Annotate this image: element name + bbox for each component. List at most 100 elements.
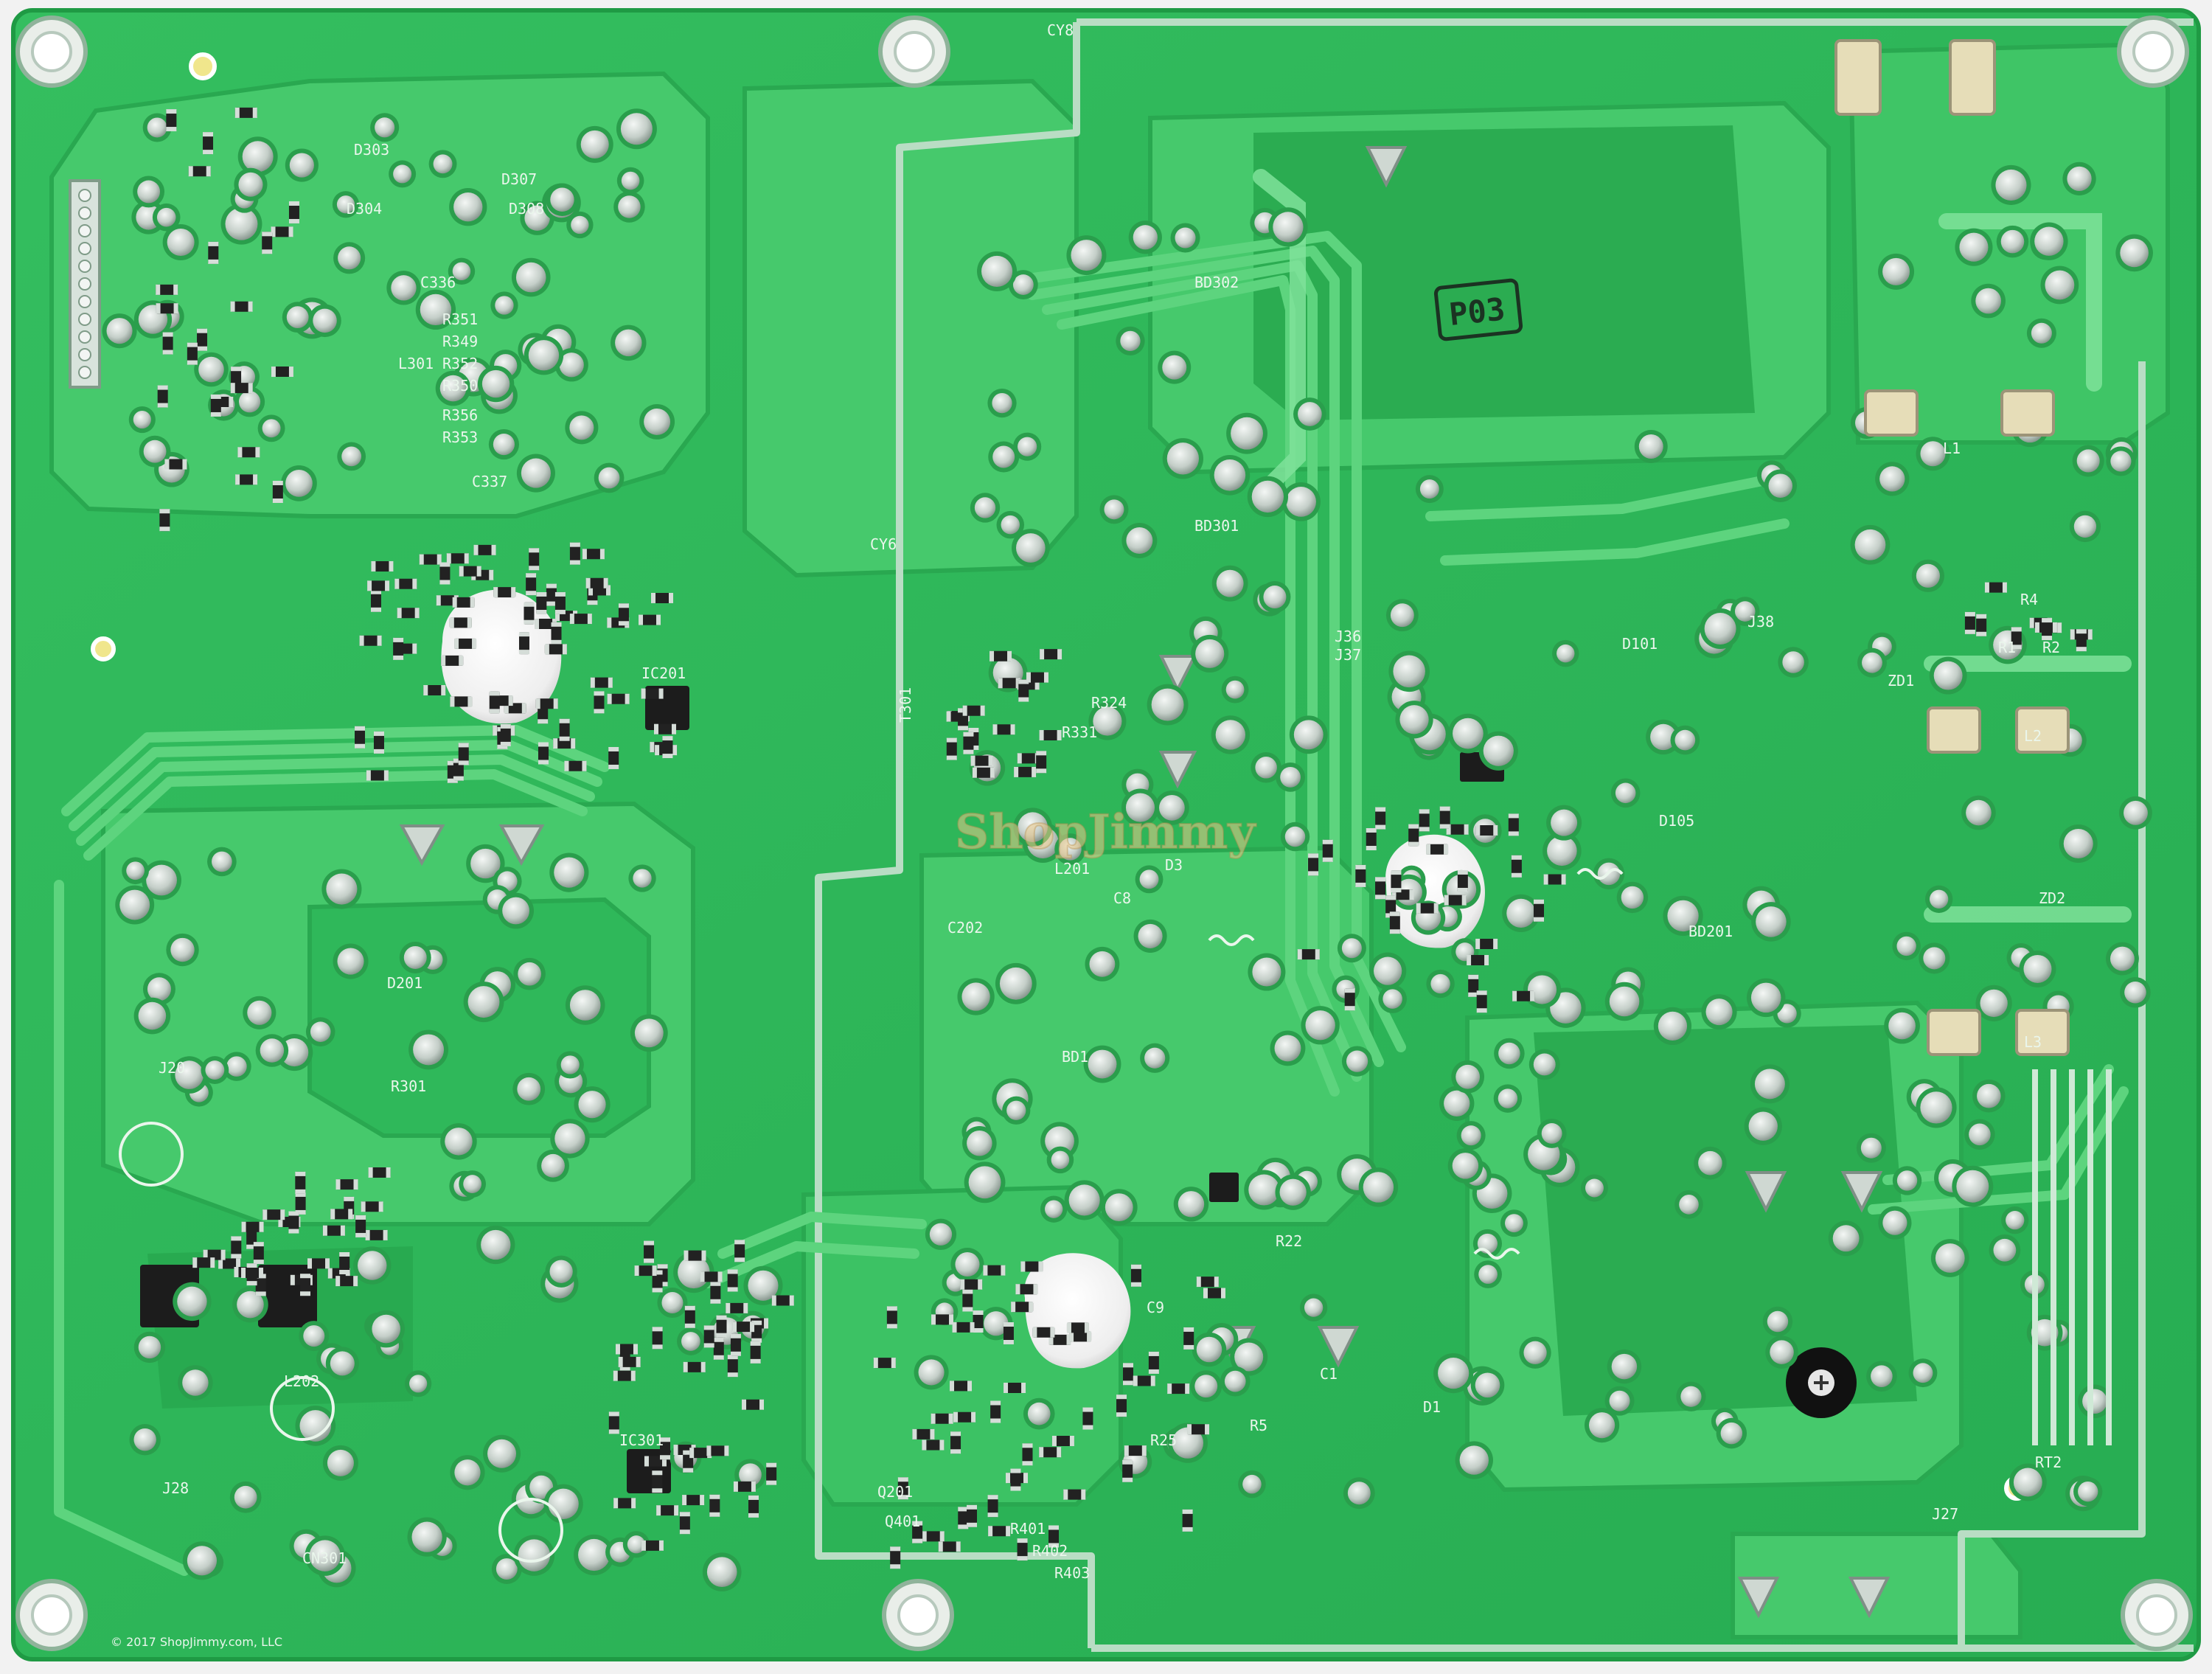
smd-part — [1355, 864, 1366, 887]
solder-joint — [1493, 1084, 1523, 1113]
solder-joint — [1478, 731, 1518, 771]
solder-joint — [1676, 1381, 1706, 1411]
solder-joint — [1663, 895, 1703, 937]
smd-part — [459, 566, 481, 577]
smd-part — [1308, 853, 1319, 876]
solder-joint — [1209, 454, 1251, 496]
smd-part — [771, 1295, 794, 1306]
solder-joint — [448, 257, 476, 285]
heatsink-stripes — [2032, 1069, 2112, 1445]
solder-joint — [2106, 446, 2136, 476]
solder-joint — [133, 1331, 166, 1364]
solder-joint — [1472, 1229, 1503, 1259]
solder-joint — [1878, 253, 1915, 290]
solder-joint — [1474, 1260, 1502, 1288]
silk-label: J20 — [159, 1059, 185, 1077]
smd-part — [727, 1355, 738, 1378]
smd-part — [559, 718, 570, 741]
smd-part — [1391, 870, 1402, 893]
connector-pin — [78, 330, 91, 344]
silk-label: R401 — [1010, 1520, 1046, 1538]
smd-part — [335, 1179, 358, 1190]
silk-label: L202 — [284, 1372, 319, 1390]
smd-part — [618, 1356, 641, 1367]
smd-part — [656, 1505, 679, 1516]
solder-joint — [1088, 702, 1127, 740]
silk-label: BD1 — [1062, 1048, 1088, 1066]
connector-pin — [78, 277, 91, 291]
smd-part — [1475, 938, 1498, 949]
smd-part — [938, 1541, 961, 1552]
smd-part — [355, 726, 366, 749]
smd-part — [912, 1428, 935, 1439]
solder-joint — [1121, 788, 1160, 827]
silk-label: J28 — [162, 1479, 189, 1497]
solder-joint — [353, 1246, 392, 1285]
solder-joint — [170, 1056, 209, 1094]
solder-joint — [988, 441, 1020, 473]
smd-part — [641, 1540, 664, 1551]
solder-joint — [1616, 881, 1649, 914]
smd-part — [886, 1306, 897, 1329]
solder-joint — [1002, 1096, 1031, 1125]
silk-label: C9 — [1147, 1299, 1164, 1316]
smd-part — [613, 1370, 636, 1381]
solder-joint — [237, 136, 278, 177]
silk-label: D308 — [509, 200, 544, 218]
smd-part — [554, 591, 566, 614]
smd-part — [992, 724, 1015, 735]
smd-part — [662, 736, 673, 759]
silk-label: Q401 — [885, 1512, 920, 1530]
solder-joint — [996, 510, 1025, 539]
smd-part — [529, 548, 540, 571]
solder-joint — [2026, 318, 2056, 348]
solder-joint — [483, 1434, 521, 1473]
silk-label: D307 — [501, 170, 537, 188]
handwritten-label-box: P03 — [1433, 278, 1523, 341]
smd-part — [1976, 614, 1987, 636]
smd-part — [397, 608, 420, 619]
smd-part — [518, 632, 529, 655]
solder-joint — [677, 1327, 705, 1355]
solder-joint — [1884, 1007, 1920, 1044]
solder-joint — [1585, 1408, 1620, 1443]
silk-label: D3 — [1165, 856, 1183, 874]
smd-part — [1022, 1443, 1033, 1466]
solder-joint — [628, 864, 656, 892]
solder-joint — [925, 1218, 957, 1250]
solder-joint — [1276, 762, 1305, 792]
solder-joint — [950, 1247, 984, 1282]
smd-part — [634, 1265, 657, 1277]
connector-pin — [78, 242, 91, 255]
smd-part — [1003, 1322, 1014, 1344]
smd-part — [970, 755, 993, 766]
smd-part — [953, 1411, 976, 1423]
smd-part — [585, 577, 608, 588]
solder-joint — [1500, 1209, 1528, 1237]
smd-part — [1124, 1445, 1147, 1456]
solder-joint — [1270, 1030, 1306, 1066]
silk-label: D201 — [387, 974, 422, 992]
solder-joint — [305, 1017, 335, 1046]
solder-joint — [574, 1534, 615, 1576]
smd-part — [682, 1495, 705, 1506]
solder-joint — [1856, 1133, 1886, 1163]
smd-part — [1010, 1468, 1021, 1491]
dark-pours — [147, 125, 1917, 1416]
solder-joint — [1083, 1045, 1121, 1083]
solder-joint — [537, 1149, 569, 1182]
solder-joint — [1916, 437, 1950, 471]
solder-joint — [1581, 1174, 1608, 1202]
smd-part — [1457, 869, 1468, 892]
solder-joint — [1892, 1166, 1922, 1195]
solder-joint — [1750, 1064, 1790, 1104]
solder-joint — [1604, 1386, 1635, 1416]
smd-part — [241, 1221, 264, 1232]
smd-part — [732, 1322, 755, 1333]
solder-joint — [1447, 1148, 1484, 1184]
solder-joint — [1343, 1477, 1375, 1510]
solder-joint — [1765, 1336, 1798, 1369]
solder-joint — [282, 302, 313, 333]
silk-label: J38 — [1747, 613, 1774, 631]
